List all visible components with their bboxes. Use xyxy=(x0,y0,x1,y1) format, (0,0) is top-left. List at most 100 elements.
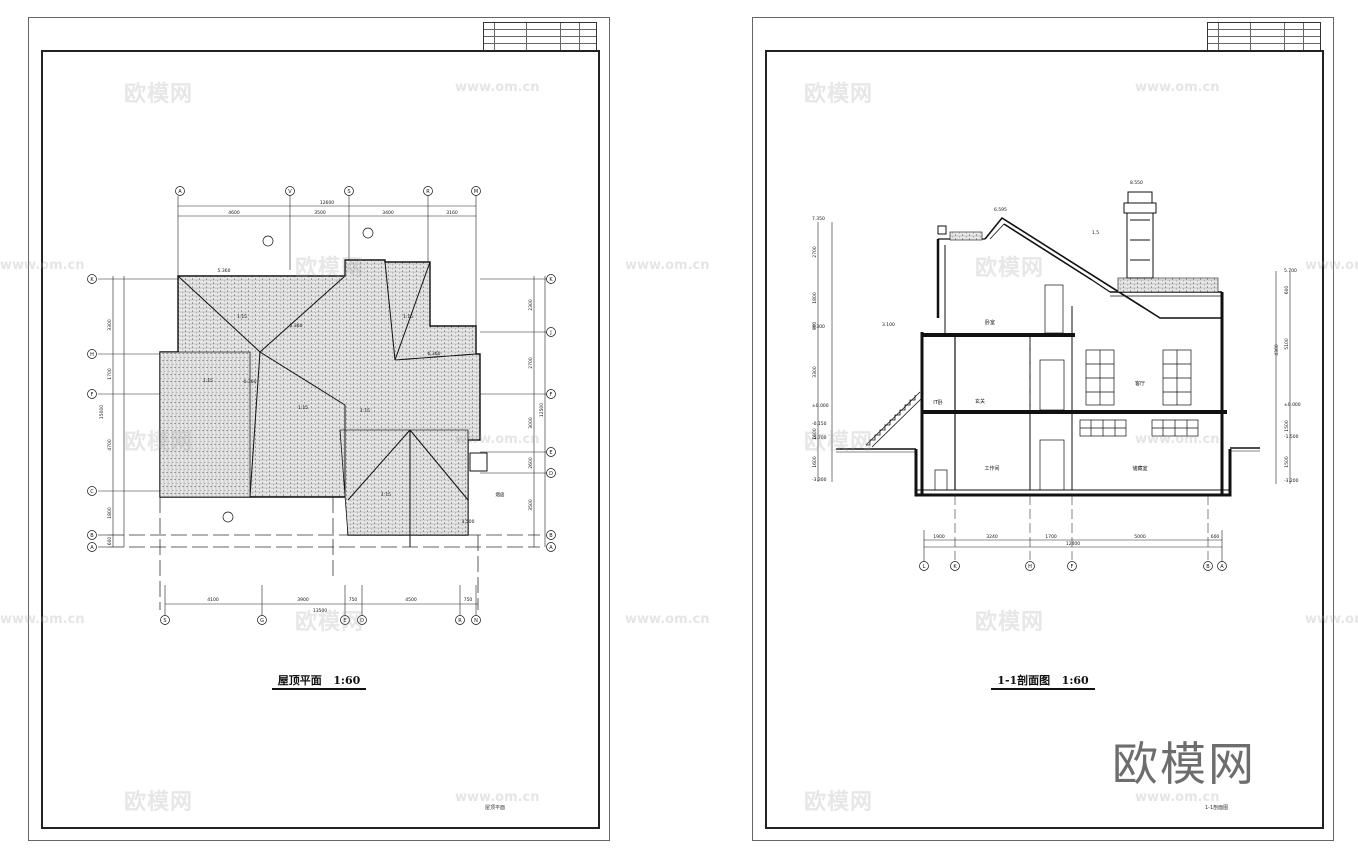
watermark-url: www.om.cn xyxy=(0,258,85,273)
grid-label: H xyxy=(90,352,94,358)
dimension-label: 4100 xyxy=(207,597,219,603)
dimension-label: 1800 xyxy=(812,292,818,304)
sheet-section: 1-1剖面图 1:60 1-1剖面图 xyxy=(752,17,1334,841)
elevation-label: 6.595 xyxy=(994,207,1007,213)
room-label: 工作间 xyxy=(984,465,999,472)
grid-label: D xyxy=(549,471,553,477)
dimension-label: 1500 xyxy=(1284,420,1290,432)
watermark-url: www.om.cn xyxy=(0,612,85,627)
grid-label: K xyxy=(549,277,553,283)
dimension-label: 3500 xyxy=(528,499,534,511)
dimension-label: 15000 xyxy=(99,405,105,419)
footer-label: 1-1剖面图 xyxy=(1205,805,1229,811)
watermark-url: www.om.cn xyxy=(1305,258,1358,273)
dimension-label: 1700 xyxy=(107,368,113,380)
grid-label: K xyxy=(90,277,94,283)
watermark-url: www.om.cn xyxy=(1305,612,1358,627)
grid-label: L xyxy=(923,564,926,570)
watermark-brand-large: 欧模网 xyxy=(1112,737,1256,791)
watermark-brand: 欧模网 xyxy=(804,82,874,107)
watermark-url: www.om.cn xyxy=(455,790,540,805)
grid-label: V xyxy=(288,189,292,195)
elevation-label: 3.300 xyxy=(812,324,825,330)
grid-label: J xyxy=(549,330,551,336)
room-label: 玄关 xyxy=(975,398,985,405)
elevation-label: ±0.000 xyxy=(812,403,829,409)
room-label: 客厅 xyxy=(1135,380,1145,387)
slope-label: 1:15 xyxy=(203,378,213,384)
watermark-brand: 欧模网 xyxy=(804,430,874,455)
dimension-label: 3300 xyxy=(812,366,818,378)
elevation-label: -1.500 xyxy=(1284,434,1299,440)
watermark-url: www.om.cn xyxy=(455,80,540,95)
slope-label: 1:15 xyxy=(298,405,308,411)
dimension-label: 4600 xyxy=(228,210,240,216)
grid-label: K xyxy=(953,564,957,570)
dimension-label: 600 xyxy=(1284,286,1290,295)
room-label: IT卧 xyxy=(933,399,943,406)
watermark-brand: 欧模网 xyxy=(804,790,874,815)
grid-label: S xyxy=(347,189,350,195)
dimension-label: 3900 xyxy=(297,597,309,603)
grid-label: A xyxy=(90,545,94,551)
dimension-label: 1500 xyxy=(1284,456,1290,468)
grid-label: F xyxy=(91,392,94,398)
elevation-label: 8.550 xyxy=(1130,180,1143,186)
footer-label: 屋顶平面 xyxy=(485,805,506,811)
grid-label: A xyxy=(1220,564,1224,570)
section-drawing: L K H F B A 1900 3240 1700 5000 600 1240… xyxy=(812,180,1301,571)
dimension-label: 2700 xyxy=(528,357,534,369)
grid-label: D xyxy=(360,618,364,624)
grid-label: A xyxy=(178,189,182,195)
dimension-label: 3000 xyxy=(528,417,534,429)
watermark-brand: 欧模网 xyxy=(295,610,365,635)
dimension-label: 1600 xyxy=(812,428,818,440)
elevation-label: 5.700 xyxy=(1284,268,1297,274)
elevation-label: -0.150 xyxy=(812,421,827,427)
grid-label: H xyxy=(1028,564,1032,570)
exterior-stair xyxy=(865,391,923,448)
grid-label: G xyxy=(260,618,264,624)
grid-label: F xyxy=(1071,564,1074,570)
grid-label: R xyxy=(426,189,430,195)
dimension-label: 1800 xyxy=(107,507,113,519)
watermark-url: www.om.cn xyxy=(1135,790,1220,805)
elevation-label: 6.360 xyxy=(290,323,303,329)
watermark-brand: 欧模网 xyxy=(295,256,365,281)
dimension-label: 2600 xyxy=(528,457,534,469)
slope-label: 1:15 xyxy=(403,314,413,320)
dimension-label: 1700 xyxy=(1045,534,1057,540)
dimension-label: 3400 xyxy=(382,210,394,216)
slope-label: 1.5 xyxy=(1092,230,1099,236)
basement-walls xyxy=(914,449,1232,497)
grid-label: F xyxy=(550,392,553,398)
grid-label: M xyxy=(474,189,478,195)
dimension-label: 4300 xyxy=(1274,344,1280,356)
slope-label: 1:15 xyxy=(360,408,370,414)
watermark-brand: 欧模网 xyxy=(124,790,194,815)
slope-label: 1:15 xyxy=(381,492,391,498)
drawing-title: 屋顶平面 1:60 xyxy=(29,672,609,690)
dimension-label: 2700 xyxy=(812,246,818,258)
room-label: 卧室 xyxy=(985,319,995,326)
drawing-frame xyxy=(41,50,600,829)
watermark-url: www.om.cn xyxy=(625,258,710,273)
grid-label: R xyxy=(458,618,462,624)
elevation-label: -3.200 xyxy=(1284,478,1299,484)
watermark-brand: 欧模网 xyxy=(975,610,1045,635)
dimension-label: 3300 xyxy=(107,319,113,331)
dimension-label: 12600 xyxy=(320,200,334,206)
drawing-title: 1-1剖面图 1:60 xyxy=(753,672,1333,690)
dimension-label: 12500 xyxy=(539,403,545,417)
dimension-label: 3160 xyxy=(446,210,458,216)
watermark-url: www.om.cn xyxy=(1135,80,1220,95)
roof-plan: A V S R M S G E D R N K H F C B A K J F … xyxy=(87,186,556,625)
elevation-label: 6.360 xyxy=(244,379,257,385)
elevation-label: ±0.000 xyxy=(1284,402,1301,408)
grid-label: B xyxy=(549,533,553,539)
elevation-label: -1.700 xyxy=(812,435,827,441)
elevation-label: 3.100 xyxy=(882,322,895,328)
grid-label: S xyxy=(163,618,166,624)
chimney xyxy=(469,452,488,472)
